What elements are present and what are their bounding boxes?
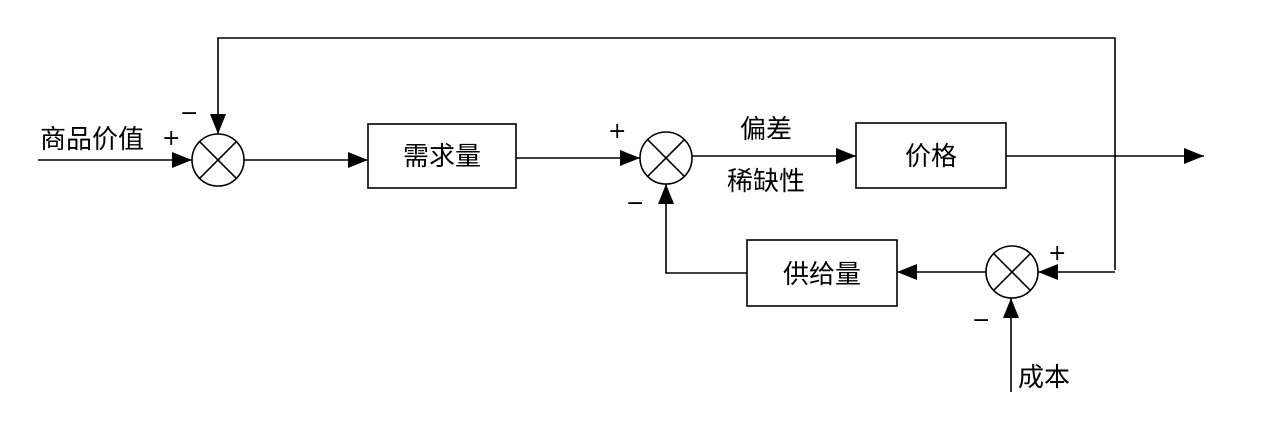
summing-junction-3: [985, 245, 1039, 299]
arrowhead: [210, 114, 226, 134]
arrowhead: [620, 150, 640, 166]
input-label-product-value: 商品价值: [40, 125, 144, 155]
arrowhead: [348, 152, 368, 168]
block-supply-label: 供给量: [783, 260, 861, 290]
arrowhead: [836, 148, 856, 164]
arrowhead: [1003, 298, 1019, 318]
block-supply: 供给量: [746, 239, 898, 307]
feedback-line-top: [217, 37, 1116, 270]
input-label-cost: 成本: [1018, 363, 1070, 393]
arrowhead: [1038, 264, 1058, 280]
scarcity-label: 稀缺性: [727, 167, 805, 197]
block-demand-label: 需求量: [403, 142, 481, 172]
sign-sum2-supply: −: [626, 191, 644, 216]
arrowhead: [897, 264, 917, 280]
block-price-label: 价格: [905, 142, 957, 172]
sign-sum3-feedback: +: [1048, 241, 1066, 266]
sign-sum1-feedback: −: [180, 101, 198, 126]
deviation-label: 偏差: [740, 115, 792, 145]
summing-junction-1: [191, 133, 245, 187]
summing-junction-2: [639, 131, 693, 185]
block-price: 价格: [855, 122, 1007, 189]
arrowhead: [1184, 148, 1204, 164]
sign-sum1-input: +: [162, 126, 180, 151]
arrowhead: [658, 184, 674, 204]
sign-sum2-demand: +: [608, 119, 626, 144]
feedback-line-supply: [665, 184, 747, 274]
arrowhead: [172, 152, 192, 168]
sign-sum3-cost: −: [972, 308, 990, 333]
block-demand: 需求量: [367, 123, 517, 189]
